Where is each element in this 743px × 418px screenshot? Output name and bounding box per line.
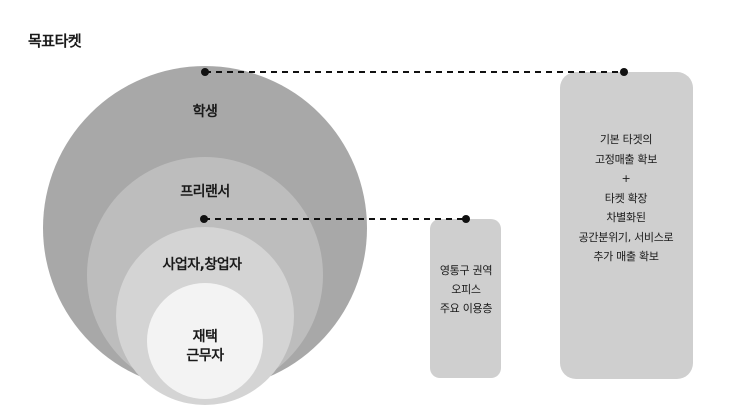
large-box-line: 고정매출 확보 <box>594 152 658 166</box>
large-box <box>560 72 693 379</box>
small-box-line: 오피스 <box>451 283 481 296</box>
connector-top-end-dot <box>620 68 628 76</box>
large-box-line: 추가 매출 확보 <box>593 250 659 263</box>
connector-mid-end-dot <box>462 215 470 223</box>
ring-label-students: 학생 <box>192 104 218 120</box>
ring-label-remote-workers: 재택 근무자 <box>186 328 224 366</box>
ring-label-remote-workers-line-2: 근무자 <box>186 348 224 364</box>
small-box <box>430 219 501 378</box>
large-box-line: + <box>621 172 631 185</box>
small-box-line: 영통구 권역 <box>439 264 493 277</box>
large-box-line: 기본 타겟의 <box>599 133 653 146</box>
connector-mid-start-dot <box>200 215 208 223</box>
connector-top-start-dot <box>201 68 209 76</box>
page-title: 목표타켓 <box>28 32 82 50</box>
ring-label-remote-workers-line-1: 재택 <box>192 329 218 345</box>
ring-label-business-owners: 사업자,창업자 <box>162 257 242 273</box>
large-box-line: 타켓 확장 <box>604 191 648 205</box>
small-box-line: 주요 이용층 <box>439 302 493 315</box>
ring-remote-workers <box>147 283 263 399</box>
large-box-line: 차별화된 <box>606 211 646 224</box>
large-box-text: 기본 타겟의 고정매출 확보 + 타켓 확장 차별화된 공간분위기, 서비스로 … <box>579 130 674 267</box>
large-box-line: 공간분위기, 서비스로 <box>578 230 674 244</box>
ring-label-freelancers: 프리랜서 <box>180 184 230 200</box>
small-box-text: 영통구 권역 오피스 주요 이용층 <box>439 261 493 318</box>
